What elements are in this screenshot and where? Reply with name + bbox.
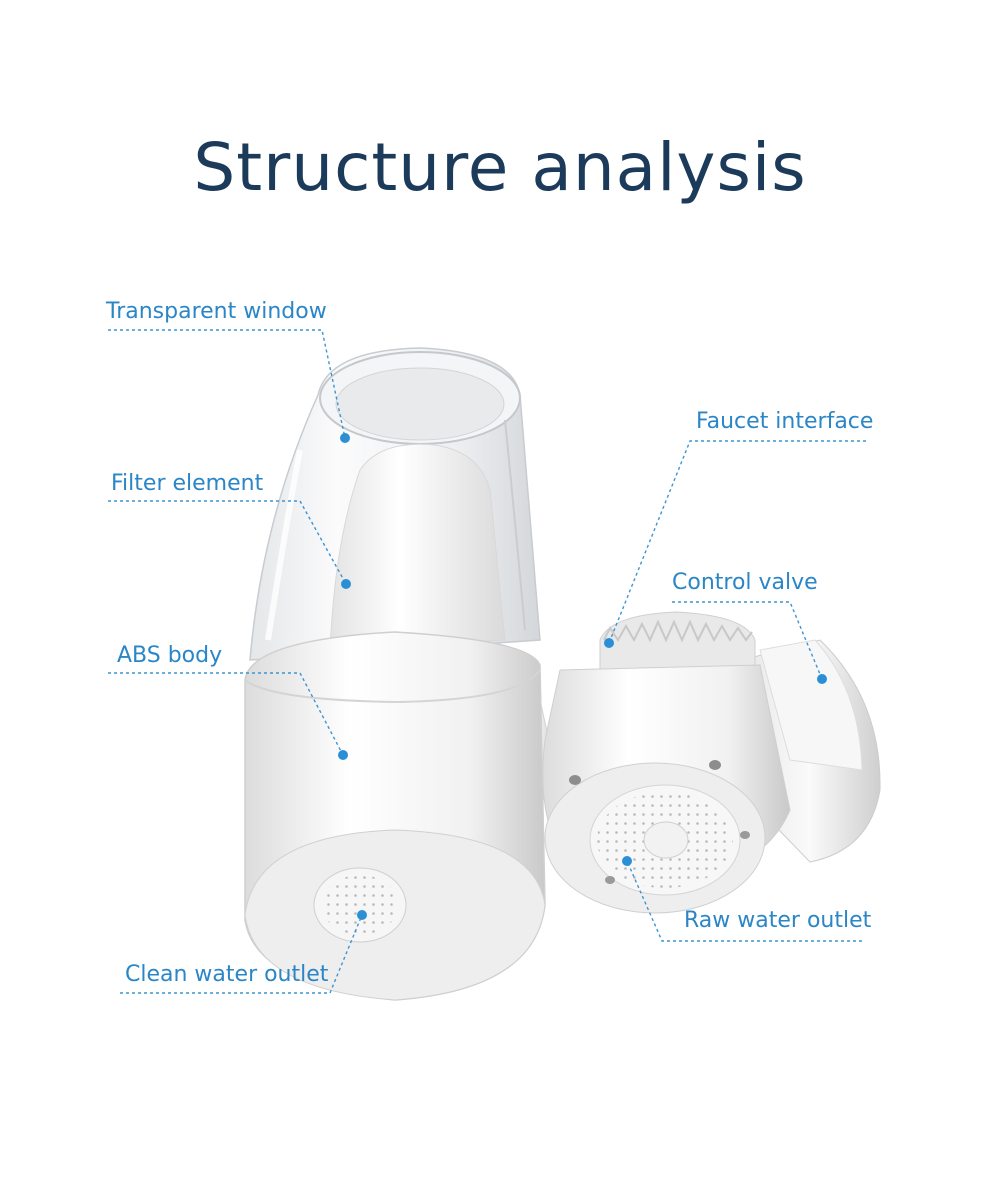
label-filter-element: Filter element [111, 471, 264, 496]
faucet-unit [474, 611, 881, 914]
label-abs-body: ABS body [117, 643, 223, 668]
leader-lines [108, 329, 866, 994]
page-title: Structure analysis [193, 129, 807, 206]
dot-abs-body [338, 750, 348, 760]
dot-faucet-interface [604, 638, 614, 648]
label-transparent-window: Transparent window [106, 299, 327, 324]
dot-control-valve [817, 674, 827, 684]
label-clean-water-outlet: Clean water outlet [125, 962, 329, 987]
label-raw-water-outlet: Raw water outlet [684, 908, 872, 933]
dot-clean-water-outlet [357, 910, 367, 920]
filter-cartridge [244, 347, 546, 1001]
dot-transparent-window [340, 433, 350, 443]
label-faucet-interface: Faucet interface [696, 409, 874, 434]
dot-raw-water-outlet [622, 856, 632, 866]
dot-filter-element [341, 579, 351, 589]
label-control-valve: Control valve [672, 570, 818, 595]
callout-dots [338, 433, 827, 920]
